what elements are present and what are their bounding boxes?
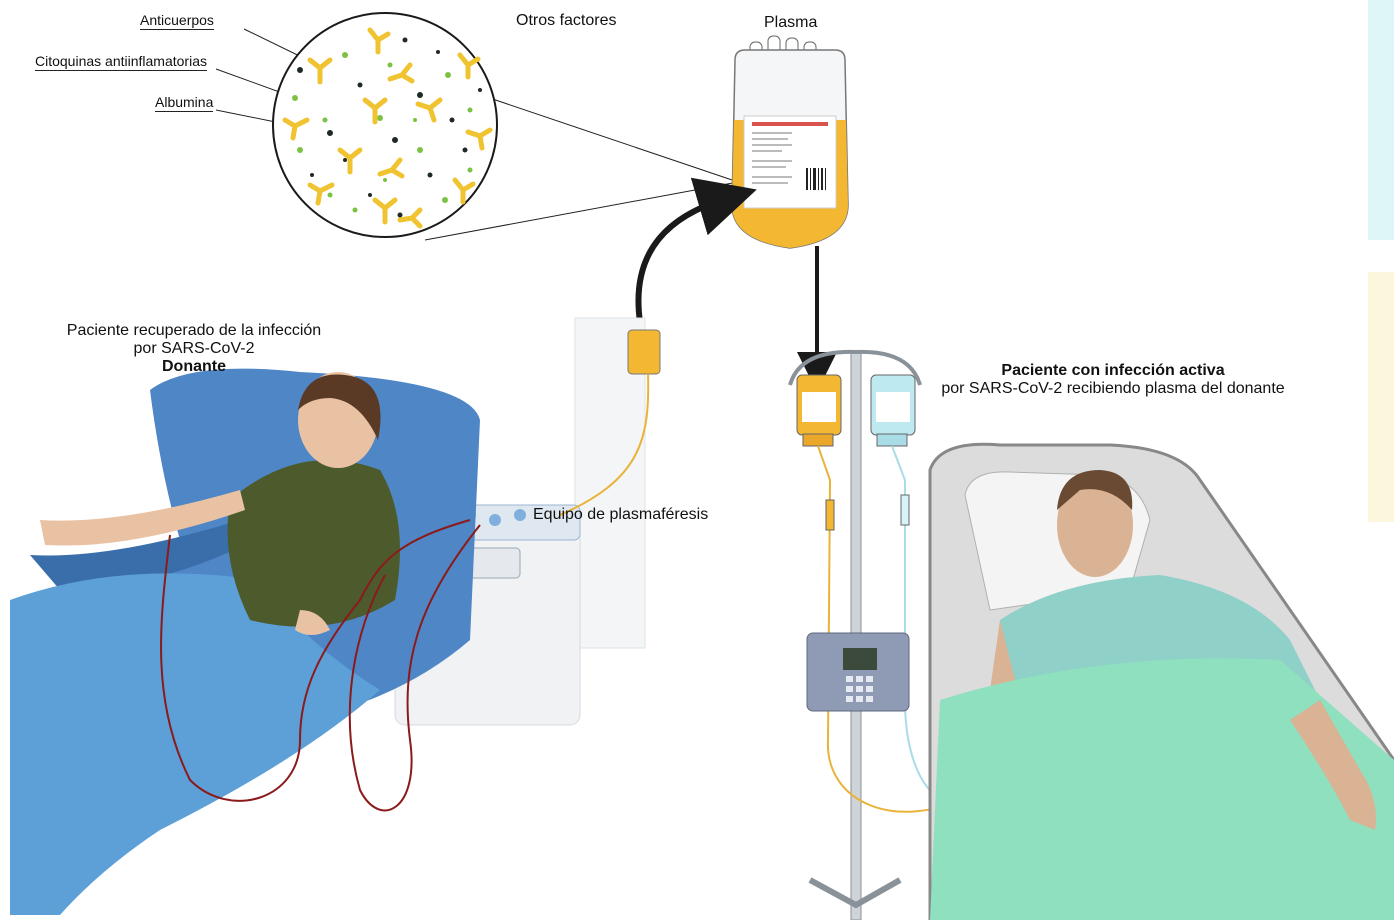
donor-chair-icon (10, 369, 480, 915)
recipient-caption: Paciente con infección activa por SARS-C… (930, 362, 1296, 398)
label-albumin: Albumina (155, 94, 213, 112)
label-cytokines: Citoquinas antiinflamatorias (35, 53, 207, 71)
infusion-pump-icon (807, 633, 909, 711)
plasma-bag-icon (732, 36, 848, 248)
label-other-factors: Otros factores (516, 12, 616, 30)
recipient-caption-line2: por SARS-CoV-2 recibiendo plasma del don… (930, 380, 1296, 398)
donor-caption-line3: Donante (44, 358, 344, 376)
donor-caption-line1: Paciente recuperado de la infección (44, 322, 344, 340)
label-plasmapheresis: Equipo de plasmaféresis (533, 506, 708, 524)
donor-caption: Paciente recuperado de la infección por … (44, 322, 344, 376)
arrow-to-plasma-bag (638, 198, 728, 322)
donor-caption-line2: por SARS-CoV-2 (44, 340, 344, 358)
side-panel-yellow (1368, 272, 1394, 522)
magnifier-circle-icon (273, 13, 497, 237)
label-antibodies: Anticuerpos (140, 12, 214, 30)
recipient-caption-line1: Paciente con infección activa (930, 362, 1296, 380)
side-panel-teal (1368, 0, 1394, 240)
label-plasma: Plasma (764, 14, 817, 32)
